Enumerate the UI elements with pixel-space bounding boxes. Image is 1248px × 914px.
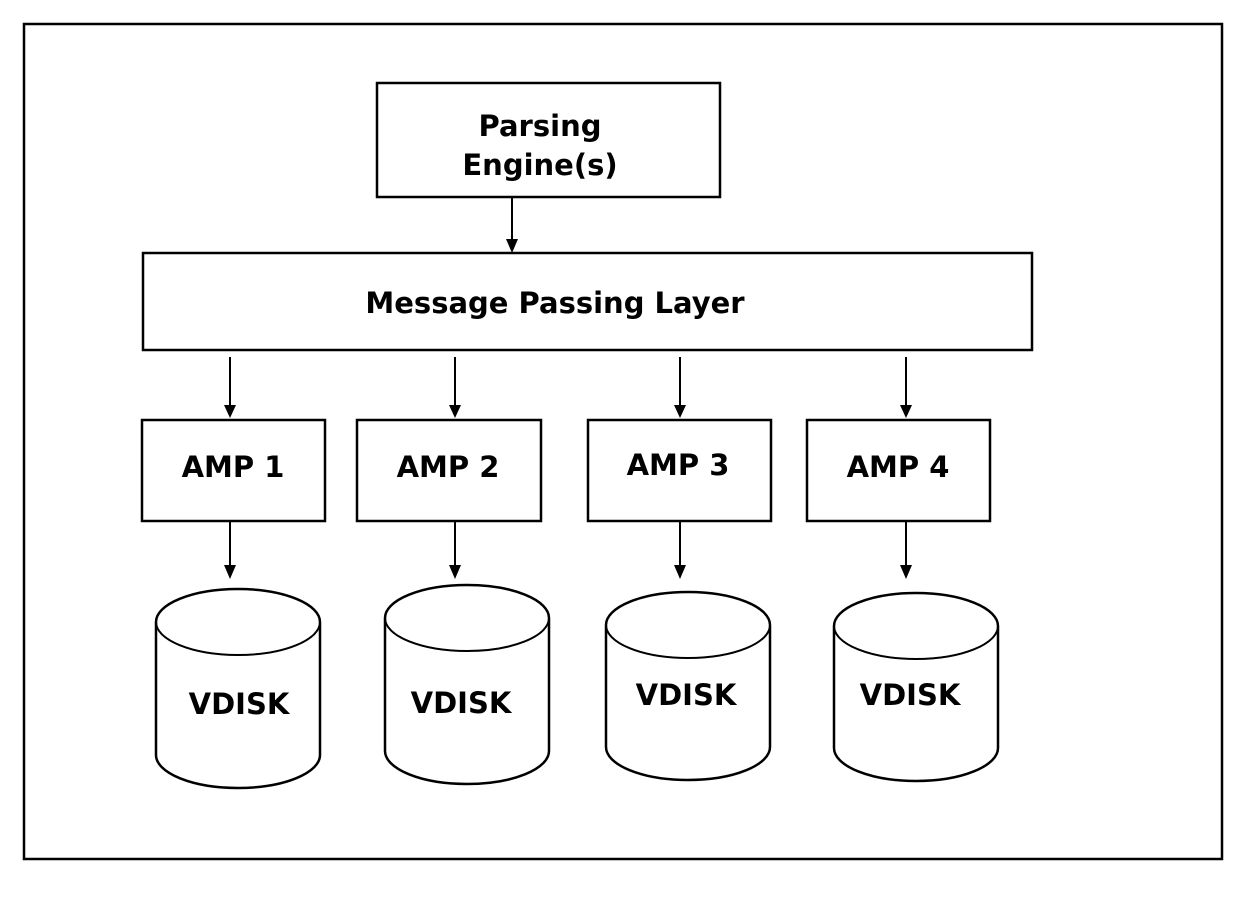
vdisk-node-2: VDISK bbox=[383, 583, 551, 786]
amp-box bbox=[355, 418, 543, 523]
amp-box bbox=[805, 418, 992, 523]
amp-label: AMP 3 bbox=[627, 448, 730, 482]
message-passing-layer-label: Message Passing Layer bbox=[365, 286, 745, 320]
arrow-amp-1-to-vdisk bbox=[224, 521, 236, 579]
amp-label: AMP 1 bbox=[182, 450, 285, 484]
vdisk-cylinder-icon bbox=[604, 590, 772, 782]
amp-label: AMP 2 bbox=[397, 450, 500, 484]
amp-label: AMP 4 bbox=[847, 450, 950, 484]
arrow-message-to-amp-4 bbox=[900, 357, 912, 418]
amp-node-4: AMP 4 bbox=[805, 418, 992, 523]
amp-node-3: AMP 3 bbox=[586, 418, 773, 523]
vdisk-cylinder-icon bbox=[832, 591, 1000, 783]
amp-node-1: AMP 1 bbox=[140, 418, 327, 523]
vdisk-label: VDISK bbox=[411, 686, 513, 720]
amp-box bbox=[586, 418, 773, 523]
arrow-message-to-amp-1 bbox=[224, 357, 236, 418]
amp-box bbox=[140, 418, 327, 523]
message-passing-layer-node: Message Passing Layer bbox=[141, 251, 1034, 352]
vdisk-cylinder-icon bbox=[383, 583, 551, 786]
vdisk-label: VDISK bbox=[189, 687, 291, 721]
arrow-parsing-to-message bbox=[506, 197, 518, 253]
parsing-engine-label-line2: Engine(s) bbox=[462, 148, 617, 182]
vdisk-label: VDISK bbox=[860, 678, 962, 712]
arrow-amp-4-to-vdisk bbox=[900, 521, 912, 579]
arrow-amp-3-to-vdisk bbox=[674, 521, 686, 579]
parsing-engine-node: Parsing Engine(s) bbox=[375, 81, 722, 199]
arrow-message-to-amp-2 bbox=[449, 357, 461, 418]
vdisk-label: VDISK bbox=[636, 678, 738, 712]
amp-node-2: AMP 2 bbox=[355, 418, 543, 523]
vdisk-node-4: VDISK bbox=[832, 591, 1000, 783]
vdisk-node-1: VDISK bbox=[154, 587, 322, 790]
arrow-amp-2-to-vdisk bbox=[449, 521, 461, 579]
vdisk-cylinder-icon bbox=[154, 587, 322, 790]
vdisk-node-3: VDISK bbox=[604, 590, 772, 782]
parsing-engine-box bbox=[375, 81, 722, 199]
parsing-engine-label-line1: Parsing bbox=[479, 109, 602, 143]
arrow-message-to-amp-3 bbox=[674, 357, 686, 418]
message-passing-layer-box bbox=[141, 251, 1034, 352]
